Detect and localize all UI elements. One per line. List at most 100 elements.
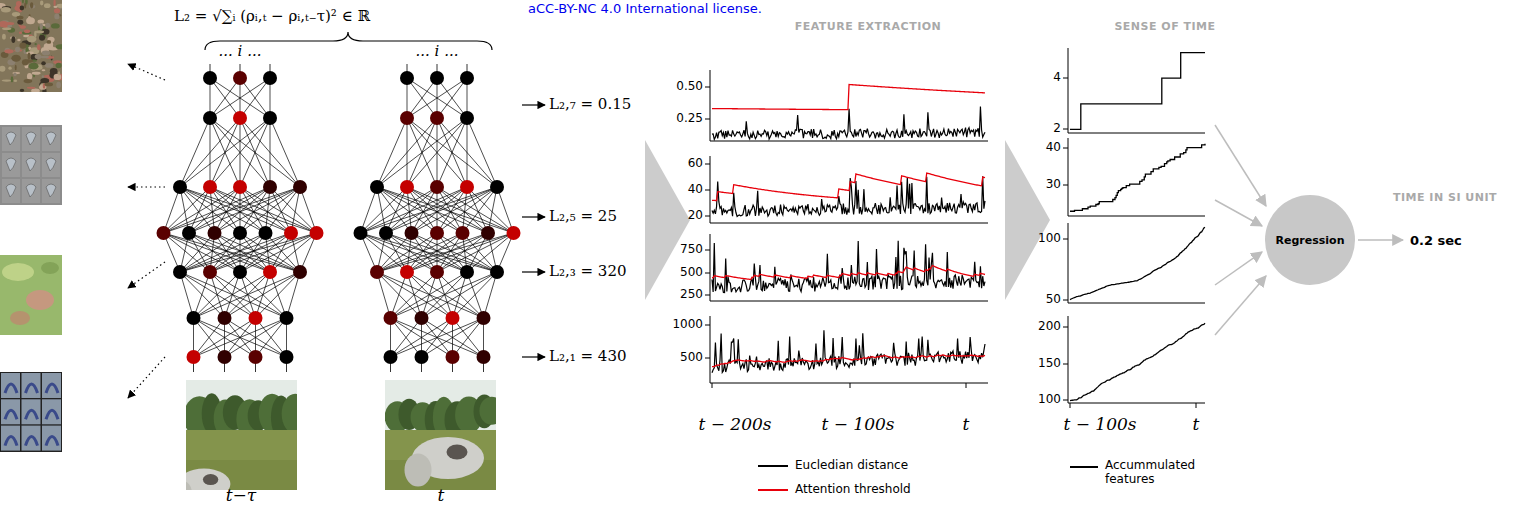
network-connection bbox=[256, 318, 287, 357]
network-connection bbox=[210, 78, 240, 118]
texture-spot bbox=[16, 16, 23, 20]
axis-spine bbox=[710, 301, 988, 302]
layer-distance: L₂,₅ = 25 bbox=[549, 208, 617, 225]
distance-plot bbox=[710, 234, 988, 301]
image-ground bbox=[0, 372, 62, 452]
leader-arrow bbox=[128, 186, 165, 187]
network-connection bbox=[225, 272, 301, 318]
time-axis-label: t bbox=[963, 415, 970, 435]
network-connection bbox=[210, 272, 287, 318]
section-heading: SENSE OF TIME bbox=[1114, 21, 1215, 34]
accumulation-line bbox=[1070, 227, 1205, 299]
result-arrow bbox=[522, 356, 545, 357]
neuron bbox=[284, 226, 298, 240]
time-axis-label: t − 200s bbox=[698, 415, 771, 435]
network-connection bbox=[194, 272, 211, 318]
leader-arrow bbox=[128, 357, 165, 398]
neuron bbox=[400, 111, 414, 125]
grid-cell bbox=[42, 127, 60, 151]
axis-tick: 250 bbox=[680, 288, 703, 302]
tick-mark bbox=[1063, 364, 1068, 365]
accumulation-plot bbox=[1068, 138, 1205, 216]
neuron bbox=[460, 111, 474, 125]
neuron bbox=[203, 265, 217, 279]
axis-spine bbox=[710, 316, 711, 383]
flow-arrow bbox=[1215, 200, 1262, 226]
texture-spot bbox=[41, 61, 45, 65]
network-connection bbox=[194, 272, 271, 318]
neuron bbox=[477, 311, 491, 325]
tick-mark bbox=[1063, 239, 1068, 240]
axis-tick: 1000 bbox=[672, 318, 703, 332]
texture-spot bbox=[53, 0, 55, 6]
tick-mark bbox=[1070, 403, 1071, 408]
legend-entry: Eucledian distance bbox=[795, 459, 908, 473]
texture-spot bbox=[45, 23, 50, 28]
leader-arrow bbox=[128, 262, 165, 288]
network-connection bbox=[377, 272, 453, 318]
texture-spot bbox=[27, 87, 36, 89]
grid-cell bbox=[2, 153, 20, 177]
distance-line bbox=[712, 241, 985, 293]
neuron bbox=[379, 226, 393, 240]
grid-cell bbox=[22, 127, 40, 151]
texture-spot bbox=[40, 56, 49, 58]
regression-circle: Regression bbox=[1265, 195, 1355, 285]
neuron bbox=[263, 265, 277, 279]
network-connection bbox=[210, 78, 240, 118]
network-connection bbox=[300, 187, 317, 233]
network-connection bbox=[437, 118, 467, 187]
tick-mark bbox=[966, 383, 967, 388]
neuron bbox=[481, 226, 495, 240]
neuron bbox=[384, 350, 398, 364]
network-connection bbox=[361, 187, 378, 233]
tick-mark bbox=[850, 383, 851, 388]
tick-mark bbox=[1063, 185, 1068, 186]
neuron bbox=[400, 265, 414, 279]
axis-spine bbox=[1068, 216, 1205, 217]
network-connection bbox=[377, 118, 467, 187]
texture-spot bbox=[40, 78, 49, 83]
grid-cell bbox=[22, 373, 41, 398]
neural-network bbox=[354, 64, 521, 372]
feature-visualisation bbox=[0, 372, 62, 452]
axis-spine bbox=[1068, 133, 1205, 134]
texture-spot bbox=[54, 14, 59, 20]
texture-blob bbox=[2, 263, 34, 281]
network-connection bbox=[467, 118, 497, 187]
accumulation-line bbox=[1070, 323, 1205, 400]
grid-cell bbox=[1, 426, 20, 451]
neuron bbox=[259, 226, 273, 240]
neuron bbox=[187, 350, 201, 364]
tick-mark bbox=[1196, 403, 1197, 408]
grid-cell bbox=[42, 426, 61, 451]
network-connection bbox=[180, 118, 270, 187]
texture-spot bbox=[56, 44, 62, 49]
neuron bbox=[477, 350, 491, 364]
network-connection bbox=[391, 318, 422, 357]
neuron bbox=[456, 226, 470, 240]
neuron bbox=[233, 111, 247, 125]
distance-plot bbox=[710, 156, 988, 223]
network-connection bbox=[386, 187, 407, 233]
network-connection bbox=[437, 118, 467, 187]
texture-spot bbox=[42, 51, 50, 56]
neuron bbox=[182, 226, 196, 240]
network-connection bbox=[270, 118, 300, 187]
tree bbox=[282, 394, 297, 434]
neuron bbox=[430, 111, 444, 125]
neuron bbox=[280, 350, 294, 364]
network-connection bbox=[467, 118, 468, 187]
neuron-index: ... i ... bbox=[219, 43, 262, 60]
network-connection bbox=[391, 318, 422, 357]
tick-mark bbox=[705, 325, 710, 326]
axis-tick: 200 bbox=[1038, 320, 1061, 334]
network-connection bbox=[164, 187, 181, 233]
neuron bbox=[203, 71, 217, 85]
texture-spot bbox=[19, 31, 22, 34]
texture-spot bbox=[51, 23, 60, 28]
tick-mark bbox=[1063, 400, 1068, 401]
cow-patch bbox=[203, 474, 218, 485]
network-connection bbox=[180, 118, 210, 187]
tick-mark bbox=[705, 87, 710, 88]
